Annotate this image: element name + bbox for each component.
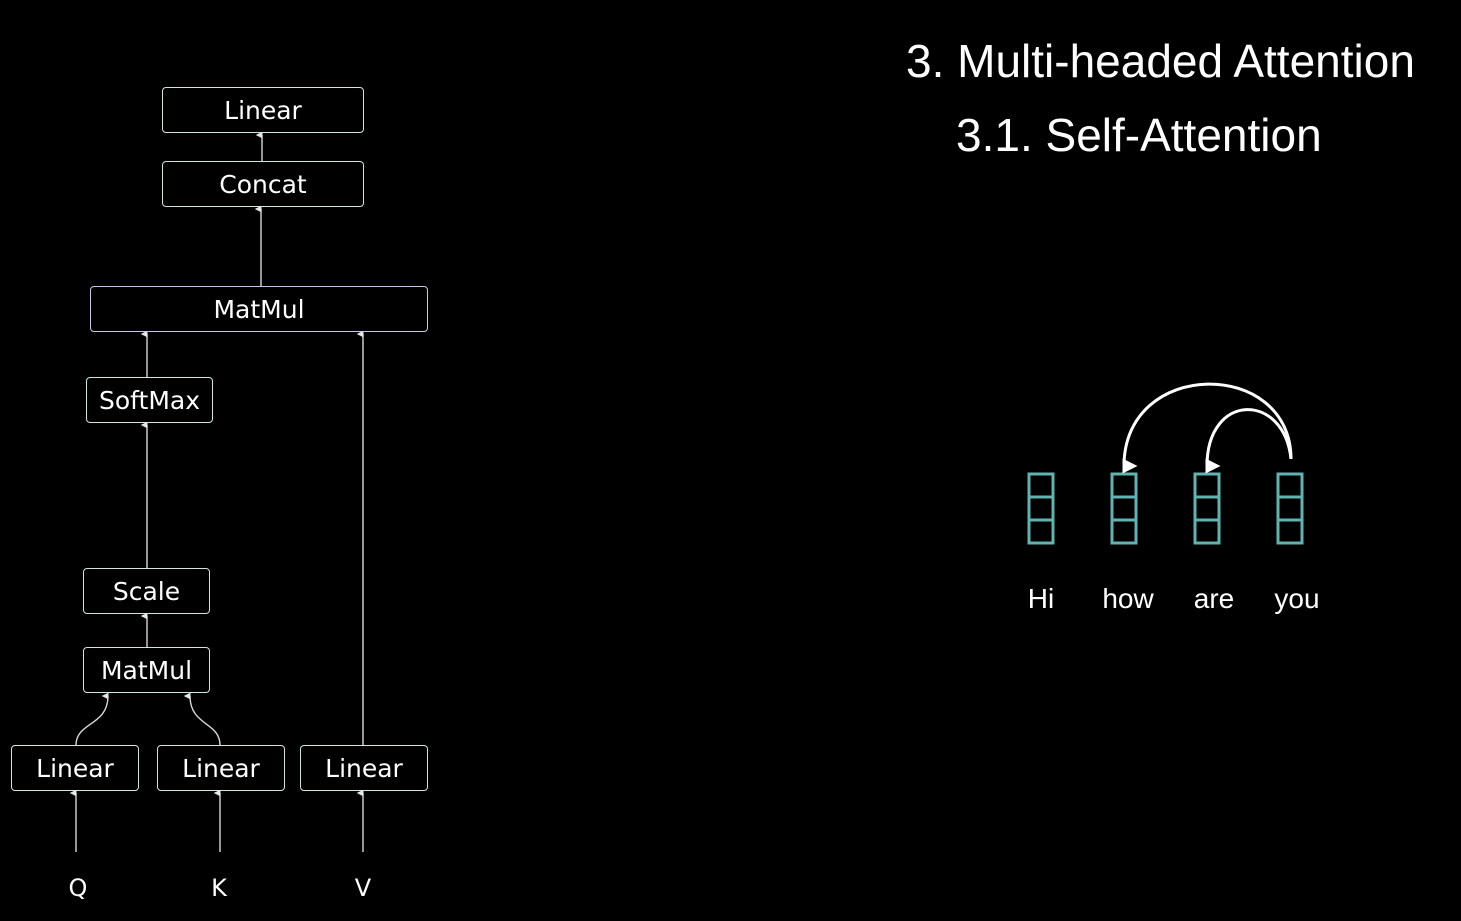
softmax-box: SoftMax bbox=[86, 377, 213, 423]
page-subtitle: 3.1. Self-Attention bbox=[956, 109, 1322, 161]
token-label-are: are bbox=[1193, 583, 1235, 614]
token-label-how: how bbox=[1102, 583, 1154, 614]
concat-label: Concat bbox=[219, 169, 307, 199]
linear-q-label: Linear bbox=[36, 753, 114, 783]
token-vector-you bbox=[1276, 472, 1304, 545]
concat-box: Concat bbox=[162, 161, 364, 207]
matmul-bottom-label: MatMul bbox=[100, 655, 193, 685]
attention-arc-you-to-are bbox=[1205, 408, 1293, 474]
linear-v-box: Linear bbox=[300, 745, 428, 791]
token-vector-how bbox=[1110, 472, 1138, 545]
token-label-hi: Hi bbox=[1027, 583, 1055, 614]
matmul-top-label: MatMul bbox=[213, 294, 305, 324]
input-k-label: K bbox=[211, 874, 227, 902]
matmul-top-box: MatMul bbox=[90, 286, 428, 332]
linear-q-box: Linear bbox=[11, 745, 139, 791]
token-vector-hi bbox=[1027, 472, 1055, 545]
arrow-linear-k-to-matmul bbox=[183, 692, 221, 746]
page-title: 3. Multi-headed Attention bbox=[906, 35, 1415, 87]
input-v-label: V bbox=[354, 874, 372, 902]
linear-top-label: Linear bbox=[224, 95, 302, 125]
scale-box: Scale bbox=[83, 568, 210, 614]
linear-top-box: Linear bbox=[162, 87, 364, 133]
token-label-you: you bbox=[1274, 583, 1320, 614]
attention-arc-you-to-how bbox=[1122, 382, 1293, 474]
linear-k-box: Linear bbox=[157, 745, 285, 791]
linear-v-label: Linear bbox=[325, 753, 403, 783]
token-vector-are bbox=[1193, 472, 1221, 545]
softmax-label: SoftMax bbox=[98, 385, 200, 415]
matmul-bottom-box: MatMul bbox=[83, 647, 210, 693]
linear-k-label: Linear bbox=[182, 753, 260, 783]
scale-label: Scale bbox=[112, 576, 181, 606]
input-q-label: Q bbox=[68, 874, 88, 902]
arrow-linear-q-to-matmul bbox=[75, 692, 109, 746]
